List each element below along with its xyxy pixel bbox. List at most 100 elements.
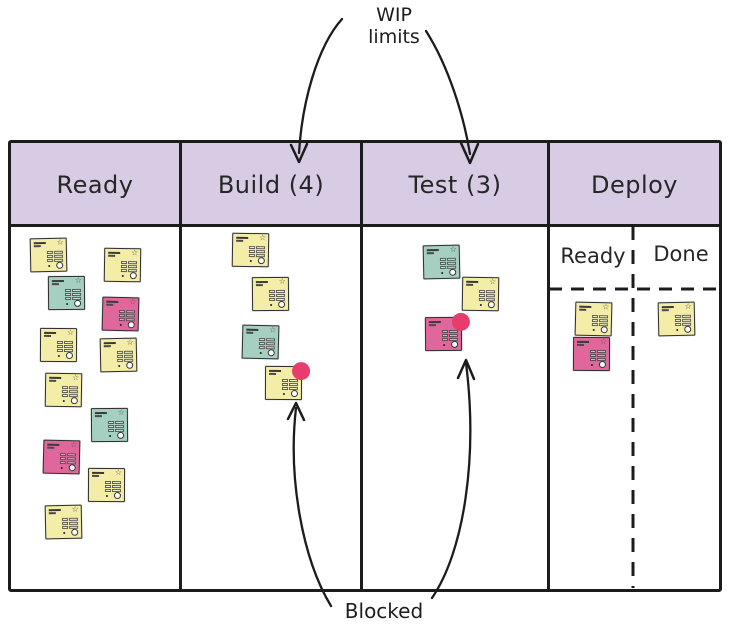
card-subtitle-line xyxy=(47,446,55,449)
star-icon: ☆ xyxy=(449,244,457,254)
card-fields-table xyxy=(258,337,276,350)
star-icon: ☆ xyxy=(602,302,610,312)
blocked-label: Blocked xyxy=(344,599,424,623)
star-icon: ☆ xyxy=(129,297,137,307)
star-icon: ☆ xyxy=(599,337,608,347)
deploy-subheader-ready: Ready xyxy=(560,244,626,268)
card-dot xyxy=(48,264,51,268)
card-title-line xyxy=(103,342,116,345)
card-subtitle-line xyxy=(269,372,277,375)
card-subtitle-line xyxy=(51,283,59,286)
card-fields-table xyxy=(56,340,74,353)
card-title-line xyxy=(269,369,282,372)
card-dot xyxy=(676,328,679,332)
card-subtitle-line xyxy=(428,324,436,327)
card-dot xyxy=(121,274,124,278)
card-subtitle-line xyxy=(236,239,244,242)
star-icon: ☆ xyxy=(74,275,82,285)
avatar-circle xyxy=(257,257,265,265)
kanban-card-deploy-ready: ☆ xyxy=(572,336,611,372)
kanban-card-build: ☆ xyxy=(241,324,280,360)
card-title-line xyxy=(49,376,62,379)
kanban-card-ready: ☆ xyxy=(87,467,126,503)
card-title-line xyxy=(246,328,259,331)
kanban-card-ready: ☆ xyxy=(47,275,86,311)
kanban-card-test: ☆ xyxy=(424,312,470,352)
card-fields-table xyxy=(591,314,609,327)
card-title-line xyxy=(108,251,121,254)
card-dot xyxy=(109,434,112,438)
avatar-circle xyxy=(290,390,298,398)
card-dot xyxy=(441,271,444,275)
star-icon: ☆ xyxy=(114,468,123,478)
kanban-card-build: ☆ xyxy=(251,276,290,312)
card-title-line xyxy=(47,443,60,446)
board-header xyxy=(11,143,719,227)
deploy-subheader-done: Done xyxy=(653,242,709,266)
card-title-line xyxy=(255,281,268,284)
avatar-circle xyxy=(74,299,82,307)
avatar-circle xyxy=(129,272,137,280)
column-header-ready: Ready xyxy=(56,171,134,199)
star-icon: ☆ xyxy=(126,337,134,347)
card-title-line xyxy=(48,509,61,512)
column-header-test: Test (3) xyxy=(408,171,502,199)
card-fields-table xyxy=(248,245,266,258)
card-title-line xyxy=(579,305,592,308)
card-title-line xyxy=(426,249,439,252)
card-dot xyxy=(282,392,285,396)
card-dot xyxy=(592,328,595,332)
card-title-line xyxy=(236,236,249,239)
kanban-card-test: ☆ xyxy=(422,244,461,280)
kanban-card-ready: ☆ xyxy=(44,504,83,540)
wip-limits-label: WIP limits xyxy=(368,4,420,48)
star-icon: ☆ xyxy=(269,325,277,335)
kanban-card-deploy-done: ☆ xyxy=(657,301,696,337)
card-dot xyxy=(63,531,66,535)
kanban-card-ready: ☆ xyxy=(42,439,81,475)
card-subtitle-line xyxy=(103,345,111,348)
card-subtitle-line xyxy=(94,415,102,418)
card-fields-table xyxy=(61,385,79,398)
avatar-circle xyxy=(600,326,608,334)
card-dot xyxy=(119,323,122,327)
card-subtitle-line xyxy=(466,283,474,286)
kanban-card-test: ☆ xyxy=(461,276,500,312)
column-header-build: Build (4) xyxy=(217,171,325,199)
card-dot xyxy=(60,466,63,470)
card-fields-table xyxy=(59,452,77,465)
card-title-line xyxy=(106,300,119,303)
card-title-line xyxy=(661,306,674,309)
card-title-line xyxy=(94,412,107,415)
star-icon: ☆ xyxy=(66,328,75,338)
card-dot xyxy=(105,494,108,498)
card-title-line xyxy=(33,242,46,245)
star-icon: ☆ xyxy=(117,407,125,417)
kanban-card-ready: ☆ xyxy=(103,247,142,283)
avatar-circle xyxy=(598,361,606,369)
avatar-circle xyxy=(56,261,64,269)
avatar-circle xyxy=(71,528,79,536)
card-title-line xyxy=(44,331,57,334)
card-subtitle-line xyxy=(577,343,585,346)
kanban-card-ready: ☆ xyxy=(101,296,140,332)
card-dot xyxy=(259,351,262,355)
card-dot xyxy=(249,259,252,263)
blocked-indicator-dot xyxy=(292,362,311,381)
avatar-circle xyxy=(449,268,457,276)
star-icon: ☆ xyxy=(488,277,497,287)
card-title-line xyxy=(577,340,590,343)
card-subtitle-line xyxy=(579,308,587,311)
column-divider-ready-build xyxy=(179,143,182,589)
kanban-card-ready: ☆ xyxy=(44,372,83,408)
star-icon: ☆ xyxy=(684,301,692,311)
card-dot xyxy=(479,303,482,307)
avatar-circle xyxy=(113,492,121,500)
card-subtitle-line xyxy=(33,245,41,248)
card-dot xyxy=(66,302,69,306)
column-divider-build-test xyxy=(360,143,363,589)
kanban-card-ready: ☆ xyxy=(39,327,78,363)
card-subtitle-line xyxy=(108,254,116,257)
star-icon: ☆ xyxy=(71,373,80,383)
